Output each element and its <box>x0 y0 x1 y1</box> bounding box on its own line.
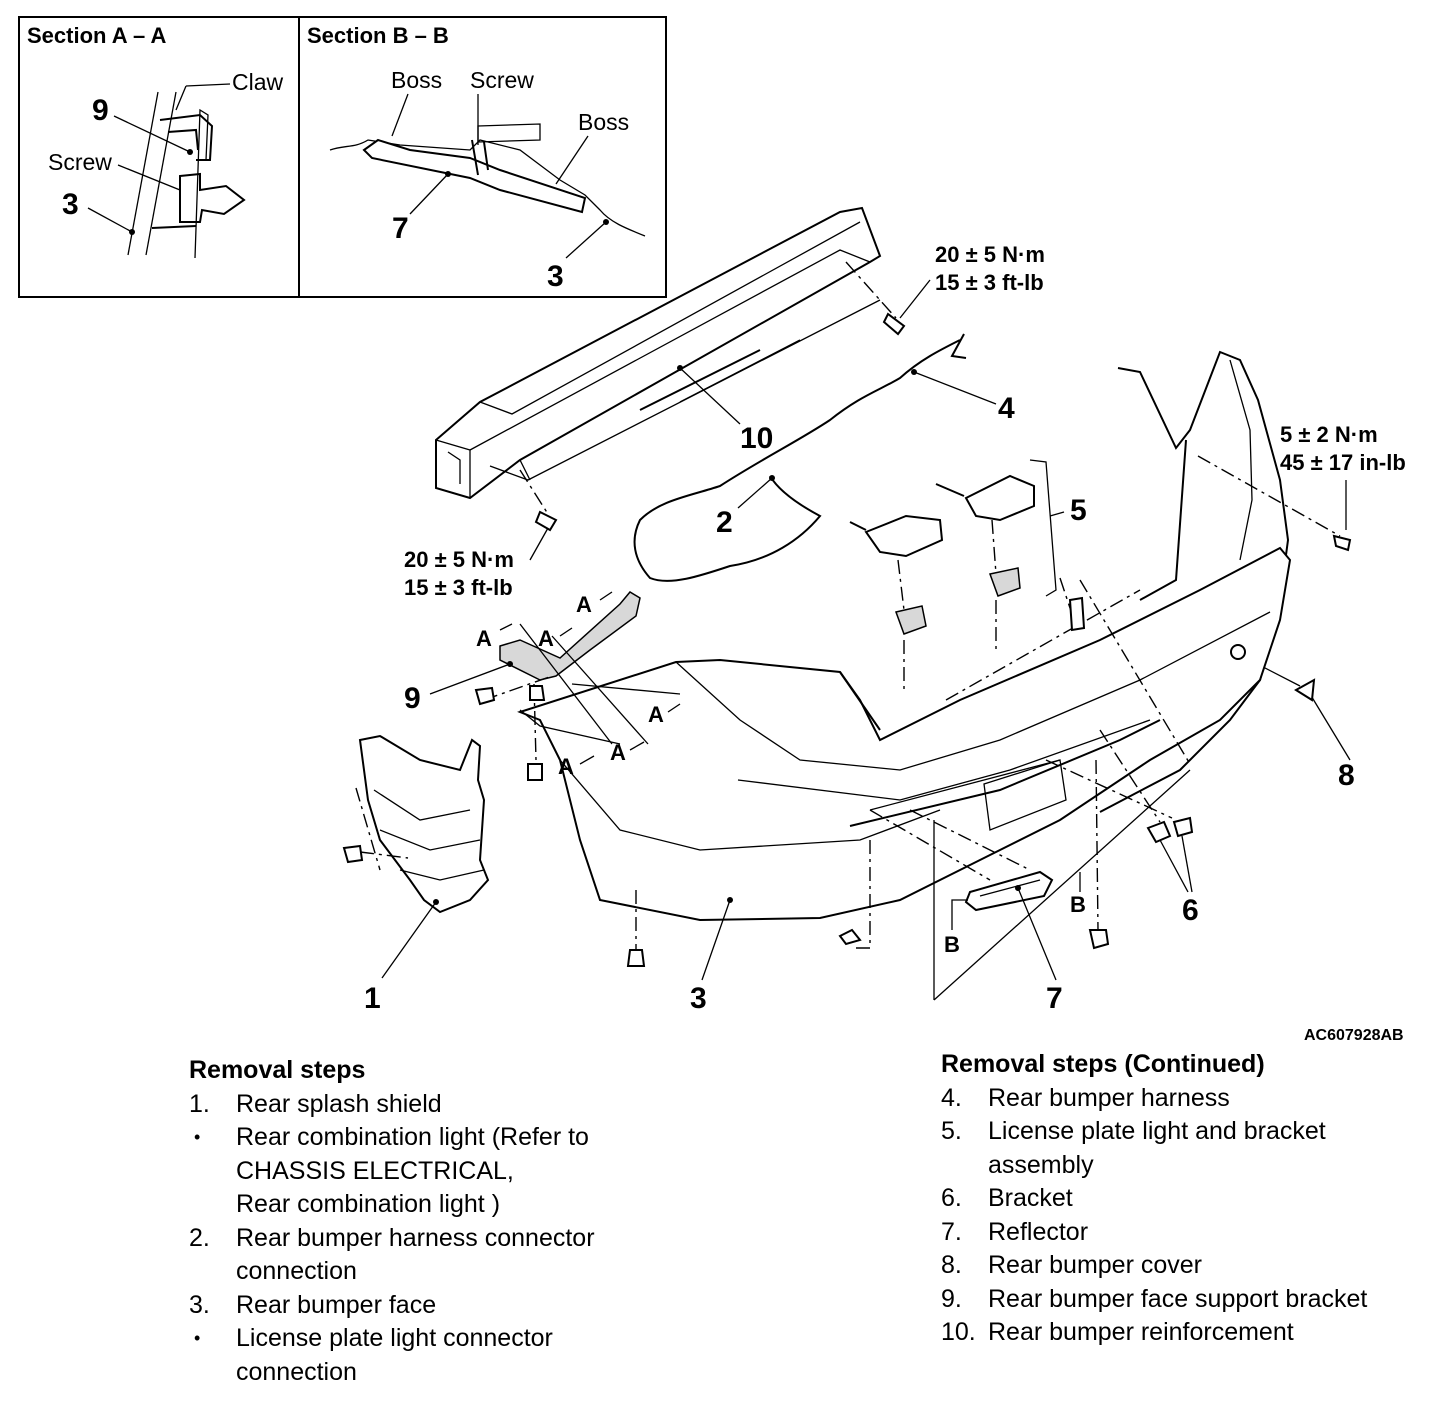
step-text: Rear bumper harness <box>988 1083 1230 1112</box>
callout-3: 3 <box>690 982 707 1015</box>
rear-bumper-reinforcement <box>435 206 906 532</box>
step-text: License plate light and bracket <box>988 1117 1326 1145</box>
boss-label-left: Boss <box>391 67 442 93</box>
step-text-continued: CHASSIS ELECTRICAL, <box>236 1156 514 1185</box>
exploded-view-diagram: Section A – A Claw Screw 9 3 Section B –… <box>18 16 1406 1040</box>
step-marker: 8. <box>941 1251 962 1279</box>
section-b-b-inset: Section B – B Boss Screw Boss 7 3 <box>298 16 667 298</box>
list-item: 9. Rear bumper face support bracket <box>941 1283 1441 1317</box>
step-text-continued: Rear combination light ) <box>236 1190 501 1218</box>
torque-left-ftlb: 15 ± 3 ft-lb <box>404 575 513 600</box>
list-item: 8. Rear bumper cover <box>941 1249 1441 1283</box>
claw-label: Claw <box>232 69 284 95</box>
figure-code: AC607928AB <box>1304 1027 1404 1040</box>
section-a-marker-4: A <box>648 702 664 727</box>
step-marker: 1. <box>189 1089 210 1118</box>
section-b-b-frame <box>298 16 667 298</box>
step-text: Rear combination light (Refer to <box>236 1123 589 1151</box>
torque-right-inlb: 45 ± 17 in-lb <box>1280 450 1406 475</box>
screw-label-b: Screw <box>470 67 534 93</box>
callout-2: 2 <box>716 506 733 539</box>
section-a-a-title: Section A – A <box>27 23 166 48</box>
step-text: Rear bumper reinforcement <box>988 1318 1294 1346</box>
step-marker: 7. <box>941 1217 962 1246</box>
list-item: • Rear combination light (Refer to <box>189 1121 659 1155</box>
bullet-marker: • <box>194 1328 201 1348</box>
reflector <box>838 759 1191 1001</box>
step-text: Rear bumper harness connector <box>236 1223 595 1252</box>
section-a-marker-3: A <box>538 626 554 651</box>
section-a-a-inset: Section A – A Claw Screw 9 3 <box>18 16 300 298</box>
callout-3-section-a: 3 <box>62 188 79 221</box>
removal-steps: Removal steps 1. Rear splash shield • Re… <box>189 1054 659 1389</box>
rear-splash-shield <box>342 734 490 914</box>
torque-right-nm: 5 ± 2 N·m <box>1280 422 1378 447</box>
list-item: 10. Rear bumper reinforcement <box>941 1316 1441 1350</box>
step-text: Bracket <box>988 1184 1073 1212</box>
rear-bumper-harness <box>633 333 967 582</box>
step-marker: 5. <box>941 1117 962 1145</box>
callout-1: 1 <box>364 982 381 1015</box>
step-text: Reflector <box>988 1217 1089 1246</box>
removal-steps-title: Removal steps <box>189 1056 366 1084</box>
step-text: Rear bumper face <box>236 1290 437 1319</box>
callout-6: 6 <box>1182 894 1199 927</box>
list-item: 5. License plate light and bracket <box>941 1115 1441 1149</box>
list-item: • License plate light connector <box>189 1322 659 1356</box>
step-text-continued: assembly <box>988 1150 1094 1179</box>
step-text-continued: connection <box>236 1357 357 1386</box>
torque-top-ftlb: 15 ± 3 ft-lb <box>935 270 1044 295</box>
list-item: 3. Rear bumper face <box>189 1289 659 1323</box>
step-marker: 9. <box>941 1284 962 1313</box>
section-b-marker-left: B <box>944 932 960 957</box>
step-text: License plate light connector <box>236 1324 553 1352</box>
torque-top-nm: 20 ± 5 N·m <box>935 242 1045 267</box>
callout-7-section-b: 7 <box>392 212 409 245</box>
removal-steps-continued-title: Removal steps (Continued) <box>941 1050 1265 1078</box>
list-item: 2. Rear bumper harness connector <box>189 1222 659 1256</box>
section-b-marker-right: B <box>1070 892 1086 917</box>
step-marker: 10. <box>941 1318 976 1346</box>
step-marker: 4. <box>941 1083 962 1112</box>
list-item: 1. Rear splash shield <box>189 1088 659 1122</box>
callout-3-section-b: 3 <box>547 260 564 293</box>
rear-bumper-face-support-bracket <box>474 591 681 781</box>
section-a-marker-2: A <box>476 626 492 651</box>
list-item: 6. Bracket <box>941 1182 1441 1216</box>
section-b-b-title: Section B – B <box>307 23 449 48</box>
step-marker: 2. <box>189 1223 210 1252</box>
torque-left-nm: 20 ± 5 N·m <box>404 547 514 572</box>
removal-steps-continued: Removal steps (Continued) 4. Rear bumper… <box>941 1048 1441 1350</box>
section-a-marker-6: A <box>558 754 574 779</box>
section-a-marker-5: A <box>610 740 626 765</box>
rear-bumper-face <box>517 546 1292 922</box>
license-plate-light-bracket-assembly <box>849 459 1057 690</box>
screw-label-a: Screw <box>48 149 112 175</box>
step-marker: 6. <box>941 1184 962 1212</box>
step-marker: 3. <box>189 1290 210 1319</box>
boss-label-right: Boss <box>578 109 629 135</box>
callout-4: 4 <box>998 392 1015 425</box>
list-item: 7. Reflector <box>941 1216 1441 1250</box>
rear-bumper-cover <box>1099 350 1290 813</box>
step-text-continued: connection <box>236 1257 357 1285</box>
callout-9-section-a: 9 <box>92 94 109 127</box>
callout-10: 10 <box>740 422 773 455</box>
step-text: Rear bumper cover <box>988 1251 1202 1279</box>
section-a-marker-1: A <box>576 592 592 617</box>
callout-5: 5 <box>1070 494 1087 527</box>
step-text: Rear bumper face support bracket <box>988 1284 1368 1313</box>
callout-9: 9 <box>404 682 421 715</box>
list-item: 4. Rear bumper harness <box>941 1082 1441 1116</box>
callout-7: 7 <box>1046 982 1063 1015</box>
callout-8: 8 <box>1338 759 1355 792</box>
bullet-marker: • <box>194 1127 201 1147</box>
step-text: Rear splash shield <box>236 1089 442 1118</box>
